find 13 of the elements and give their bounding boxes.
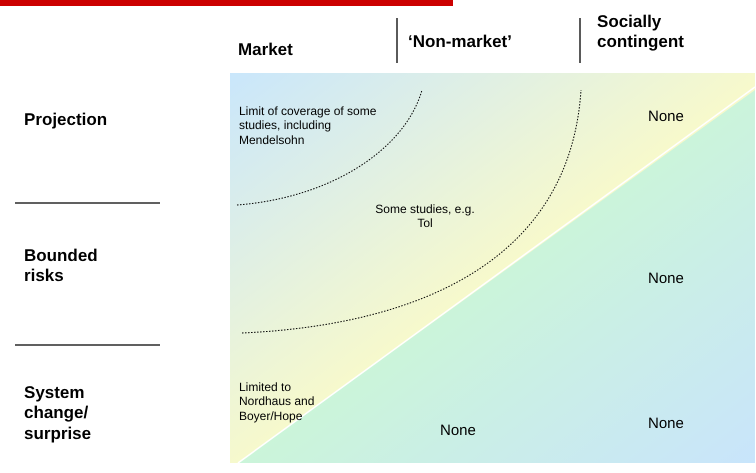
cell-text: Limited to Nordhaus and Boyer/Hope xyxy=(239,380,316,424)
column-header: Market xyxy=(238,40,293,60)
cell-text: None xyxy=(648,108,684,126)
cell-text: None xyxy=(648,270,684,288)
cell-text: None xyxy=(440,422,476,440)
row-header: System change/ surprise xyxy=(24,383,92,444)
column-header: Socially contingent xyxy=(597,12,685,53)
cell-text: Some studies, e.g. Tol xyxy=(375,202,475,231)
cell-text: None xyxy=(648,415,684,433)
row-header: Bounded risks xyxy=(24,246,99,287)
row-header: Projection xyxy=(24,110,108,130)
cell-text: Limit of coverage of some studies, including Mendelsohn xyxy=(239,104,378,148)
column-header: ‘Non-market’ xyxy=(408,32,512,52)
